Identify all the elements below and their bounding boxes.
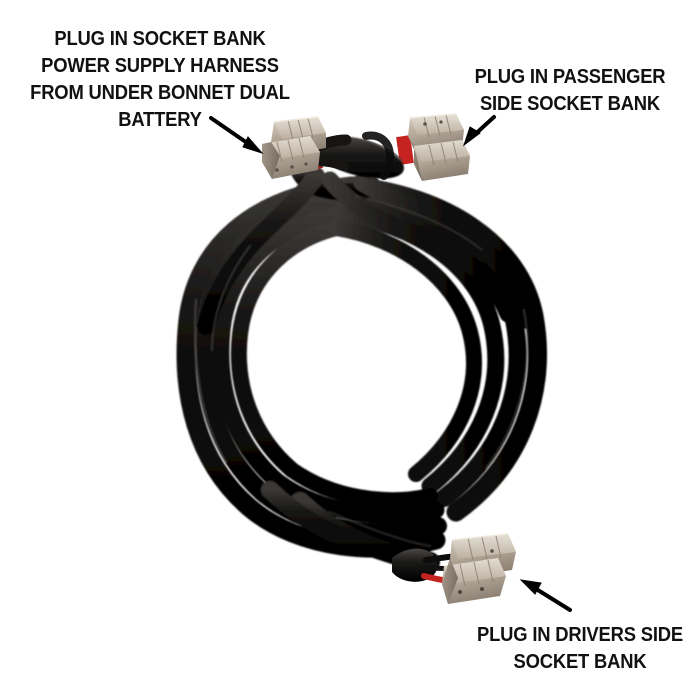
arrow-down-left-icon (463, 115, 496, 147)
annotation-arrows (209, 115, 572, 612)
connector-passenger-side-plug (408, 113, 470, 181)
callout-line: PLUG IN DRIVERS SIDE (477, 624, 683, 646)
callout-line: PLUG IN PASSENGER (474, 66, 666, 88)
cable-coil (176, 163, 547, 572)
connector-socket-bank-plug (262, 116, 326, 179)
callout-line: POWER SUPPLY HARNESS (41, 55, 279, 77)
callout-line: PLUG IN SOCKET BANK (54, 28, 266, 50)
callout-line: BATTERY (118, 109, 202, 131)
callout-passenger-side-socket-bank: PLUG IN PASSENGER SIDE SOCKET BANK (450, 64, 689, 118)
top-harness-junction (303, 131, 414, 180)
callout-line: SOCKET BANK (513, 651, 647, 673)
callout-drivers-side-socket-bank: PLUG IN DRIVERS SIDE SOCKET BANK (470, 622, 691, 676)
arrow-down-right-icon (209, 116, 264, 155)
connector-drivers-side-plug (392, 533, 516, 604)
callout-socket-bank-power-supply: PLUG IN SOCKET BANK POWER SUPPLY HARNESS… (13, 26, 307, 134)
callout-line: SIDE SOCKET BANK (479, 93, 661, 115)
arrow-up-left-icon (519, 579, 572, 612)
callout-line: FROM UNDER BONNET DUAL (30, 82, 290, 104)
